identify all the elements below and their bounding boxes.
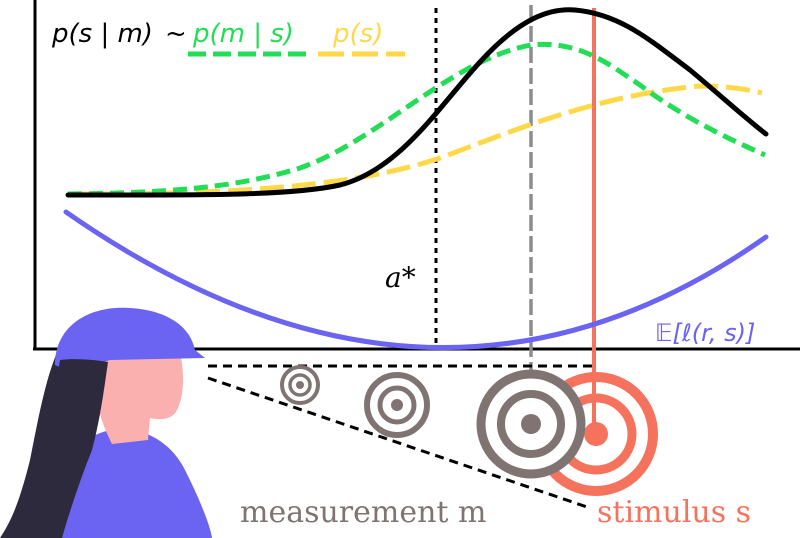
expected-loss-label: 𝔼[ℓ(r, s)]: [655, 319, 755, 347]
legend-prior-label: p(s): [332, 19, 383, 49]
posterior-curve: [65, 7, 769, 198]
legend-tilde: ~: [165, 19, 187, 49]
measurement-target-large-icon: [476, 369, 586, 479]
sight-line-lower: [207, 376, 591, 510]
legend-posterior-label: p(s | m): [51, 19, 153, 49]
likelihood-curve: [67, 41, 767, 197]
expected-loss-curve: [63, 209, 769, 351]
optimal-action-label: a*: [385, 261, 416, 294]
legend-likelihood-label: p(m | s): [192, 19, 294, 49]
measurement-target-small-icon: [280, 365, 320, 405]
measurement-target-medium-icon: [364, 372, 430, 438]
measurement-label: measurement m: [240, 495, 486, 530]
person-with-cap-icon: [0, 307, 212, 538]
stimulus-label: stimulus s: [597, 495, 751, 530]
